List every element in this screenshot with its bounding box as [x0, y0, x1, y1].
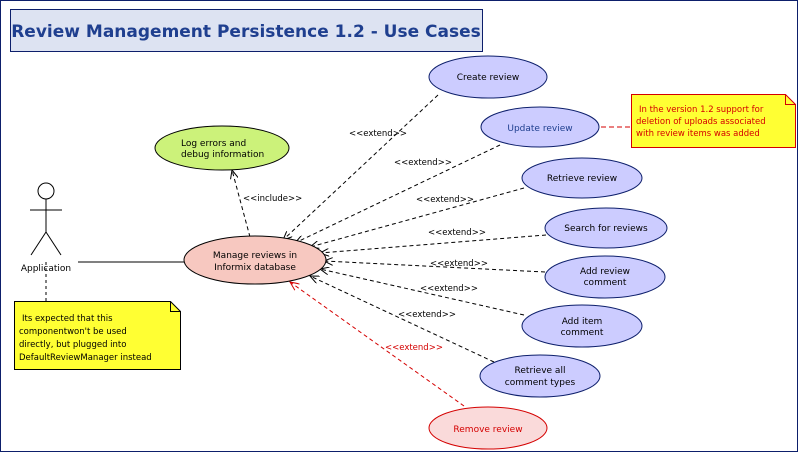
extend-label-update: <<extend>>: [394, 158, 452, 168]
use-case-search-reviews[interactable]: Search for reviews: [544, 207, 668, 249]
use-case-add-item-comment-line-1: Add item: [562, 317, 603, 327]
note-update-review-line-3: with review items was added: [636, 129, 760, 139]
actor-left-leg: [30, 231, 47, 256]
title-box: Review Management Persistence 1.2 - Use …: [10, 9, 483, 52]
actor-head: [37, 182, 55, 200]
extend-line-search: [320, 234, 547, 253]
note-actor-line-1: Its expected that this: [22, 314, 113, 324]
use-case-create-review-label: Create review: [457, 73, 520, 83]
note-update-review: In the version 1.2 support for deletion …: [631, 94, 796, 148]
use-case-log-errors[interactable]: Log errors and debug information: [154, 125, 290, 171]
use-case-retrieve-comment-types[interactable]: Retrieve all comment types: [479, 354, 601, 398]
extend-label-add-item-comment: <<extend>>: [420, 284, 478, 294]
diagram-title: Review Management Persistence 1.2 - Use …: [11, 22, 481, 42]
extend-label-create: <<extend>>: [349, 129, 407, 139]
use-case-add-item-comment[interactable]: Add item comment: [521, 304, 643, 348]
use-case-retrieve-review-label: Retrieve review: [547, 174, 617, 184]
use-case-add-review-comment[interactable]: Add review comment: [544, 255, 666, 299]
extend-line-create: [283, 94, 439, 240]
note-actor-line-3: directly, but plugged into: [19, 340, 126, 350]
extend-line-add-review-comment: [324, 261, 546, 273]
use-case-log-errors-line-2: debug information: [181, 150, 264, 160]
use-case-remove-review[interactable]: Remove review: [428, 406, 548, 450]
use-case-add-review-comment-line-1: Add review: [580, 267, 630, 277]
include-line: [232, 170, 251, 238]
use-case-add-item-comment-line-2: comment: [561, 328, 604, 338]
include-label: <<include>>: [243, 194, 302, 204]
extend-label-add-review-comment: <<extend>>: [430, 259, 488, 269]
note-actor-line-2: componentwon't be used: [19, 327, 127, 337]
use-case-search-reviews-label: Search for reviews: [564, 224, 648, 234]
use-case-log-errors-line-1: Log errors and: [181, 139, 246, 149]
note-actor-line-4: DefaultReviewManager instead: [19, 353, 152, 363]
use-case-manage-reviews[interactable]: Manage reviews in Informix database: [183, 235, 327, 285]
extend-label-remove: <<extend>>: [385, 343, 443, 353]
actor-label: Application: [21, 264, 71, 274]
use-case-update-review[interactable]: Update review: [480, 106, 600, 148]
note-actor: Its expected that this componentwon't be…: [14, 301, 181, 370]
actor-application[interactable]: [30, 182, 62, 256]
use-case-retrieve-comment-types-line-1: Retrieve all: [515, 366, 566, 376]
note-update-review-line-1: In the version 1.2 support for: [639, 105, 764, 115]
extend-label-retrieve: <<extend>>: [416, 195, 474, 205]
use-case-retrieve-review[interactable]: Retrieve review: [521, 157, 643, 199]
use-case-manage-reviews-line-2: Informix database: [214, 263, 296, 273]
use-case-remove-review-label: Remove review: [453, 425, 522, 435]
relationship-labels: <<include>> <<extend>> <<extend>> <<exte…: [243, 129, 488, 353]
use-case-update-review-label: Update review: [507, 124, 572, 134]
note-update-review-line-2: deletion of uploads associated: [636, 117, 766, 127]
extend-line-retrieve-comment-types: [310, 276, 495, 363]
use-case-retrieve-comment-types-line-2: comment types: [505, 378, 576, 388]
use-case-create-review[interactable]: Create review: [428, 55, 548, 99]
extend-line-update: [295, 144, 501, 243]
extend-label-search: <<extend>>: [428, 228, 486, 238]
use-case-add-review-comment-line-2: comment: [584, 278, 627, 288]
extend-label-retrieve-comment-types: <<extend>>: [398, 310, 456, 320]
extend-line-retrieve: [310, 187, 525, 247]
use-case-manage-reviews-line-1: Manage reviews in: [213, 251, 297, 261]
actor-right-leg: [45, 231, 62, 256]
extend-line-remove: [290, 282, 465, 407]
relationships: [45, 94, 631, 407]
